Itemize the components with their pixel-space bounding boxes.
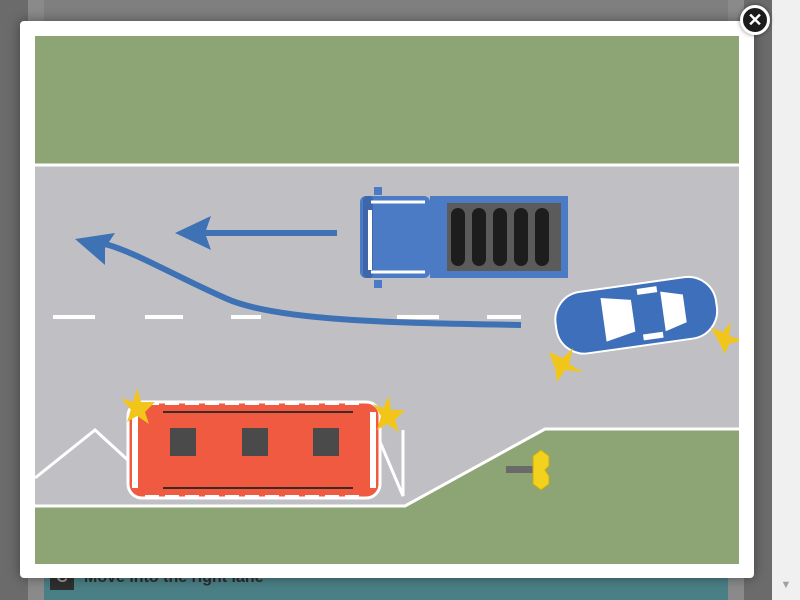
close-icon-glyph: ✕ <box>747 10 763 30</box>
straight-arrow <box>175 216 337 250</box>
car-indicator-flash <box>549 322 739 382</box>
car <box>554 275 719 355</box>
curved-arrow <box>75 233 522 328</box>
scrollbar-track[interactable] <box>775 0 797 575</box>
bus-stop-sign <box>506 449 550 491</box>
grass-bottom <box>35 429 739 564</box>
road-scene-illustration <box>35 36 739 564</box>
grass-top <box>35 36 739 164</box>
scroll-down-icon[interactable]: ▼ <box>780 579 792 591</box>
image-lightbox <box>20 21 754 578</box>
truck <box>360 187 568 288</box>
bus <box>126 400 382 500</box>
bus-bay-edge <box>35 427 739 508</box>
bus-indicator-flash <box>121 388 405 432</box>
close-icon[interactable]: ✕ <box>740 5 770 35</box>
